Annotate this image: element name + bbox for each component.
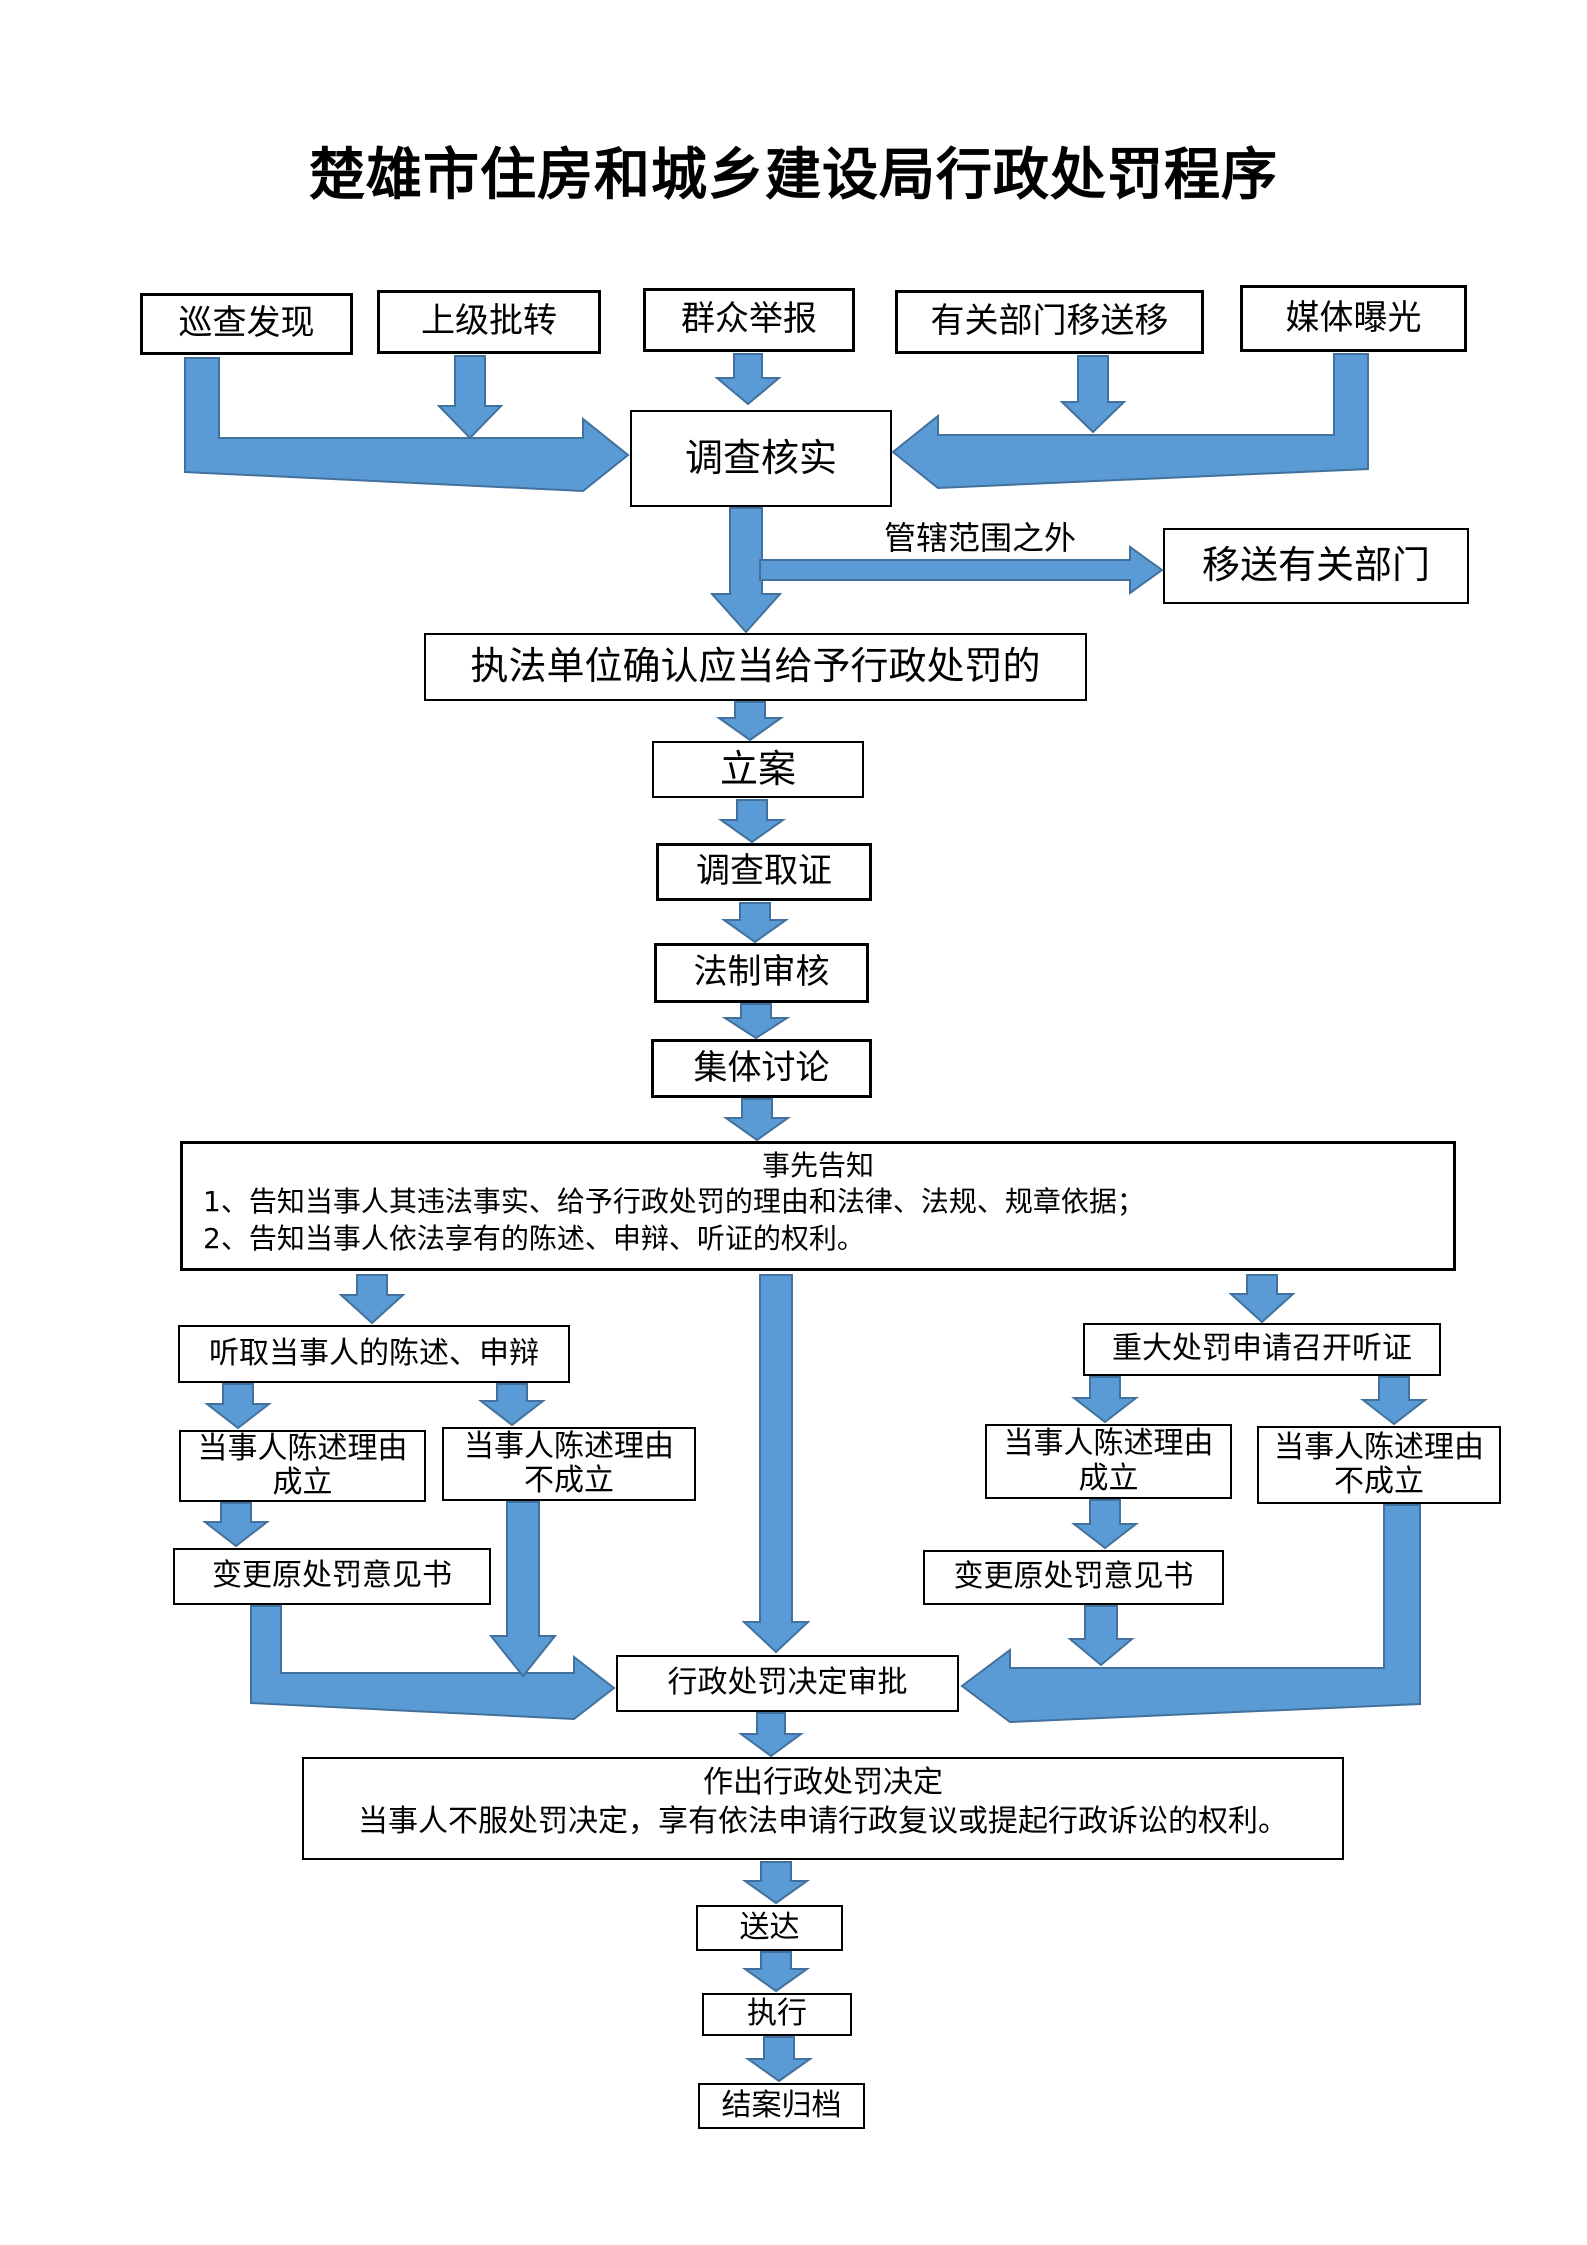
arrow-notice-to-left: [338, 1274, 406, 1325]
right-valid-line2: 成立: [1078, 1460, 1139, 1496]
arrow-evidence-to-review: [720, 902, 790, 944]
prior-notice-box: 事先告知 1、告知当事人其违法事实、给予行政处罚的理由和法律、法规、规章依据； …: [180, 1141, 1456, 1271]
arrow-right-change-to-approval: [1067, 1605, 1135, 1667]
page-title: 楚雄市住房和城乡建设局行政处罚程序: [309, 142, 1278, 208]
right-branch-head: 重大处罚申请召开听证: [1083, 1323, 1441, 1376]
decision-text: 当事人不服处罚决定，享有依法申请行政复议或提起行政诉讼的权利。: [358, 1804, 1288, 1839]
step-register: 立案: [652, 741, 864, 798]
left-invalid-box: 当事人陈述理由 不成立: [442, 1427, 696, 1501]
investigate-box: 调查核实: [630, 410, 892, 507]
arrow-left-head-to-valid: [204, 1383, 272, 1430]
right-invalid-box: 当事人陈述理由 不成立: [1257, 1426, 1501, 1504]
arrow-delivery-to-execute: [741, 1951, 811, 1993]
prior-notice-heading: 事先告知: [761, 1149, 874, 1182]
arrow-report-to-investigate: [714, 353, 782, 406]
source-patrol: 巡查发现: [140, 293, 353, 355]
arrow-execute-to-archive: [744, 2036, 814, 2083]
arrow-notice-to-approval: [741, 1274, 811, 1654]
arrow-discussion-to-notice: [722, 1098, 792, 1142]
confirm-box: 执法单位确认应当给予行政处罚的: [424, 633, 1087, 701]
source-public-report: 群众举报: [643, 288, 855, 352]
left-branch-head: 听取当事人的陈述、申辩: [178, 1325, 570, 1383]
prior-notice-item-1: 1、告知当事人其违法事实、给予行政处罚的理由和法律、法规、规章依据；: [203, 1185, 1145, 1219]
left-invalid-line1: 当事人陈述理由: [464, 1428, 674, 1464]
arrow-left-head-to-invalid: [478, 1383, 546, 1427]
step-legal-review: 法制审核: [654, 943, 869, 1003]
arrow-confirm-to-register: [715, 701, 785, 742]
arrow-media-to-investigate: [891, 353, 1369, 490]
approval-box: 行政处罚决定审批: [616, 1655, 959, 1712]
arrow-right-head-to-valid: [1071, 1376, 1139, 1424]
source-department-transfer: 有关部门移送移: [895, 290, 1204, 354]
arrow-notice-to-right: [1228, 1274, 1296, 1324]
arrow-investigate-to-confirm: [709, 507, 783, 634]
step-collective-discussion: 集体讨论: [651, 1039, 872, 1098]
right-invalid-line1: 当事人陈述理由: [1274, 1429, 1484, 1465]
decision-heading: 作出行政处罚决定: [703, 1765, 943, 1800]
left-valid-line1: 当事人陈述理由: [197, 1430, 408, 1466]
left-valid-box: 当事人陈述理由 成立: [179, 1430, 426, 1502]
right-invalid-line2: 不成立: [1334, 1464, 1424, 1499]
arrow-review-to-discussion: [721, 1003, 791, 1040]
prior-notice-item-2: 2、告知当事人依法享有的陈述、申辩、听证的权利。: [203, 1221, 865, 1255]
arrow-superior-to-investigate: [436, 355, 504, 440]
step-delivery: 送达: [696, 1905, 843, 1951]
arrow-register-to-evidence: [717, 799, 787, 844]
arrow-transfer-to-investigate: [1059, 355, 1127, 434]
left-valid-line2: 成立: [272, 1465, 333, 1500]
out-of-scope-label: 管辖范围之外: [884, 519, 1077, 557]
arrow-right-head-to-invalid: [1360, 1376, 1428, 1426]
decision-box: 作出行政处罚决定 当事人不服处罚决定，享有依法申请行政复议或提起行政诉讼的权利。: [302, 1757, 1344, 1860]
arrow-out-of-scope: [759, 545, 1164, 595]
arrow-patrol-to-investigate: [184, 357, 630, 493]
transfer-box: 移送有关部门: [1163, 528, 1469, 604]
arrow-right-invalid-to-approval: [960, 1504, 1421, 1724]
arrow-right-valid-to-change: [1071, 1499, 1139, 1550]
step-archive: 结案归档: [698, 2083, 865, 2129]
arrow-left-valid-to-change: [202, 1502, 270, 1548]
arrow-left-change-to-approval: [250, 1605, 616, 1721]
left-change-box: 变更原处罚意见书: [173, 1548, 491, 1605]
source-superior: 上级批转: [377, 290, 601, 354]
right-valid-line1: 当事人陈述理由: [1003, 1426, 1214, 1461]
arrow-group: [184, 353, 1428, 2083]
arrow-left-invalid-to-approval: [488, 1501, 558, 1678]
right-valid-box: 当事人陈述理由 成立: [985, 1424, 1232, 1499]
arrow-approval-to-decision: [737, 1712, 805, 1758]
step-execute: 执行: [702, 1993, 852, 2036]
step-evidence: 调查取证: [656, 843, 872, 901]
source-media: 媒体曝光: [1240, 285, 1467, 352]
right-change-box: 变更原处罚意见书: [923, 1550, 1224, 1605]
arrow-decision-to-delivery: [741, 1861, 811, 1905]
left-invalid-line2: 不成立: [524, 1463, 614, 1498]
